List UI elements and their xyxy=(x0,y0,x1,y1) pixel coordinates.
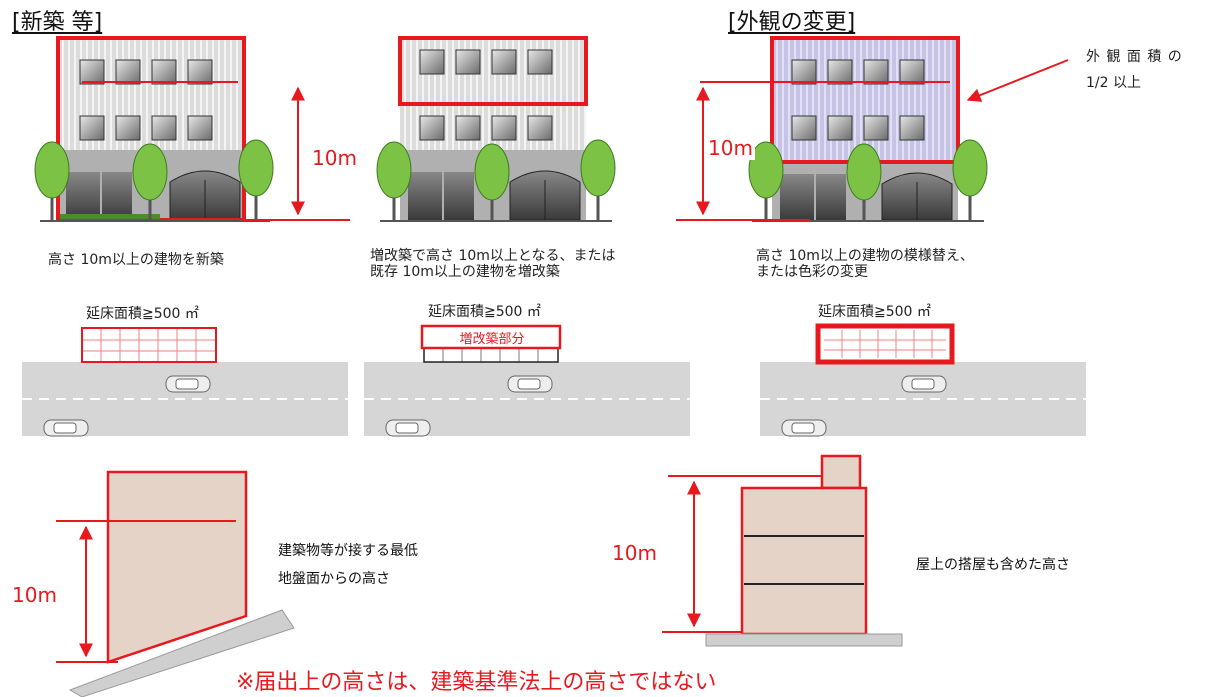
tree-icon xyxy=(34,141,70,221)
plan-view-exterior xyxy=(760,323,1086,437)
building-exterior-change xyxy=(748,36,988,222)
tree-icon xyxy=(238,139,274,221)
car-icon xyxy=(507,375,553,393)
callout-line2: 1/2 以上 xyxy=(1086,75,1141,91)
rooftop-diagram xyxy=(662,454,903,647)
tree-icon xyxy=(132,143,168,221)
tree-icon xyxy=(376,141,412,221)
note-ground-line1: 建築物等が接する最低 xyxy=(278,543,418,559)
building-new xyxy=(34,36,274,222)
tree-icon xyxy=(748,141,784,221)
caption-extension-line2: 既存 10m以上の建物を増改築 xyxy=(370,264,560,280)
tree-icon xyxy=(846,143,882,221)
heading-new-build: [新築 等] xyxy=(12,10,103,35)
floor-area-extension: 延床面積≧500 ㎡ xyxy=(428,304,541,320)
car-icon xyxy=(165,375,211,393)
plan-view-new xyxy=(22,327,348,437)
sloped-ground-diagram xyxy=(56,470,295,697)
plan-view-extension xyxy=(364,324,690,437)
building-extension xyxy=(376,36,616,222)
car-icon xyxy=(781,419,827,437)
floor-area-new: 延床面積≧500 ㎡ xyxy=(86,306,199,322)
floor-area-exterior: 延床面積≧500 ㎡ xyxy=(818,304,931,320)
height-label-exterior: 10m xyxy=(706,136,755,160)
height-label-rooftop: 10m xyxy=(612,541,657,565)
car-icon xyxy=(43,419,89,437)
car-icon xyxy=(901,375,947,393)
caption-extension-line1: 増改築で高さ 10m以上となる、または xyxy=(370,248,616,264)
extension-part-label: 増改築部分 xyxy=(459,332,525,347)
note-ground-line2: 地盤面からの高さ xyxy=(278,571,390,587)
height-label-sloped: 10m xyxy=(12,583,57,607)
car-icon xyxy=(385,419,431,437)
tree-icon xyxy=(580,139,616,221)
footnote: ※届出上の高さは、建築基準法上の高さではない xyxy=(236,670,717,695)
tree-icon xyxy=(952,139,988,221)
callout-line1: 外 観 面 積 の xyxy=(1086,49,1183,65)
note-rooftop: 屋上の搭屋も含めた高さ xyxy=(916,557,1070,573)
caption-exterior-line1: 高さ 10m以上の建物の模様替え、 xyxy=(756,248,974,264)
height-label-new: 10m xyxy=(310,146,359,170)
caption-exterior-line2: または色彩の変更 xyxy=(756,264,868,280)
heading-exterior-change: [外観の変更] xyxy=(728,10,856,35)
tree-icon xyxy=(474,143,510,221)
caption-new-build: 高さ 10m以上の建物を新築 xyxy=(48,252,224,268)
